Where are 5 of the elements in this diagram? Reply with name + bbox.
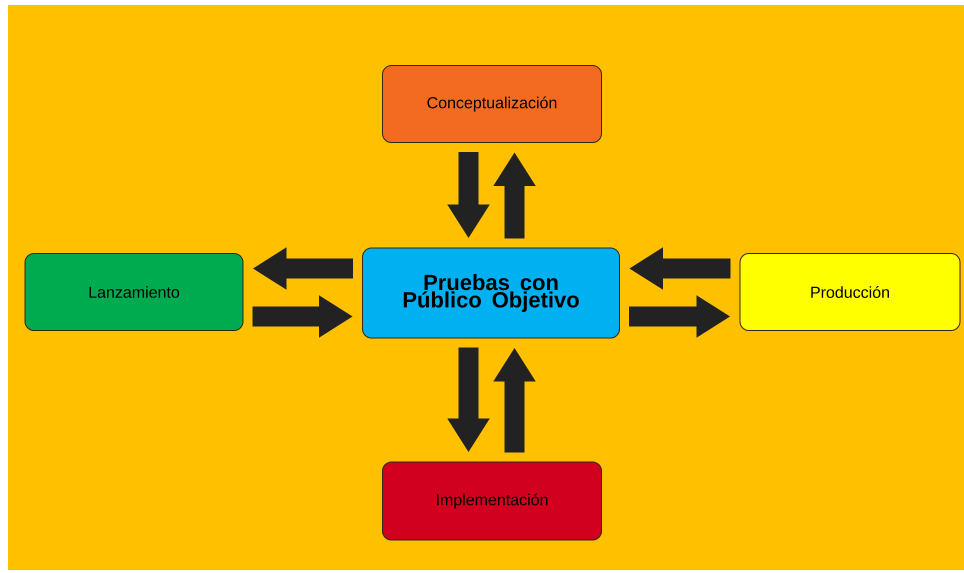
process-box: Lanzamiento [24, 253, 244, 331]
process-box: Implementación [382, 462, 602, 540]
process-box: Conceptualización [382, 65, 602, 143]
process-box: Producción [740, 253, 960, 331]
process-box: Pruebas con Público Objetivo [362, 248, 620, 338]
